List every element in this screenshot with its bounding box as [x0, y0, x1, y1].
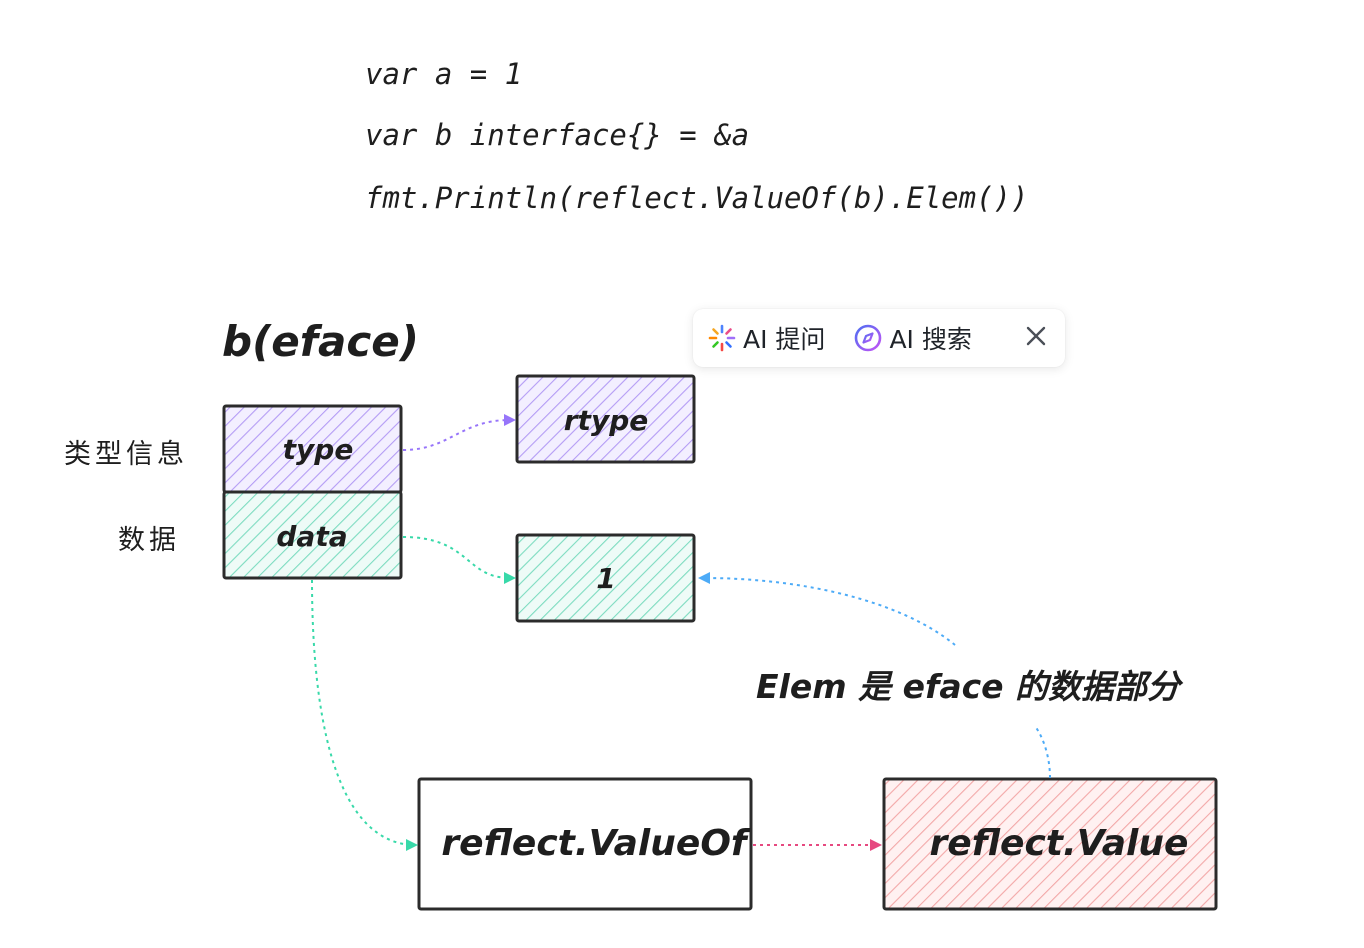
diagram-title: b(eface): [222, 317, 419, 366]
data-to-valueof-arrow: [311, 579, 413, 846]
code-line-2: var b interface{} = &a: [365, 118, 749, 152]
ai-toolbar: AI 提问 AI 搜索: [693, 309, 1065, 367]
close-icon: [1025, 325, 1047, 351]
ai-search-label: AI 搜索: [889, 325, 972, 354]
ai-search-button[interactable]: AI 搜索: [851, 318, 973, 358]
value-to-elem-arrow: [1034, 725, 1051, 779]
rtype-box-label: rtype: [564, 404, 648, 437]
value-box-label: 1: [596, 562, 615, 595]
data-box-label: data: [276, 520, 347, 553]
code-line-3: fmt.Println(reflect.ValueOf(b).Elem()): [365, 181, 1028, 215]
reflect-value-box-label: reflect.Value: [930, 823, 1189, 864]
valueof-box-label: reflect.ValueOf: [441, 823, 750, 864]
data-label: 数据: [118, 525, 180, 556]
ai-ask-button[interactable]: AI 提问: [705, 318, 827, 358]
elem-to-value-arrow: [703, 577, 956, 646]
valueof-box: reflect.ValueOf: [417, 777, 753, 911]
compass-icon: [853, 323, 883, 353]
sparkle-icon: [707, 323, 737, 353]
type-to-rtype-arrowhead: [504, 414, 516, 426]
value-box: 1: [515, 533, 696, 623]
type-info-label: 类型信息: [64, 439, 188, 470]
valueof-to-value-arrowhead: [870, 839, 882, 851]
reflect-value-box: reflect.Value: [882, 777, 1218, 911]
type-to-rtype-arrow: [402, 419, 511, 451]
rtype-box: rtype: [515, 374, 696, 464]
ai-ask-label: AI 提问: [743, 325, 826, 354]
type-box-label: type: [283, 433, 354, 466]
close-button[interactable]: [1019, 321, 1053, 355]
elem-note: Elem 是 eface 的数据部分: [756, 667, 1184, 706]
code-line-1: var a = 1: [365, 57, 522, 91]
data-to-value-arrowhead: [504, 572, 516, 584]
data-box: data: [222, 490, 403, 580]
data-to-value-arrow: [402, 536, 511, 579]
data-to-valueof-arrowhead: [406, 839, 418, 851]
type-box: type: [222, 404, 403, 494]
elem-to-value-arrowhead: [698, 572, 710, 584]
